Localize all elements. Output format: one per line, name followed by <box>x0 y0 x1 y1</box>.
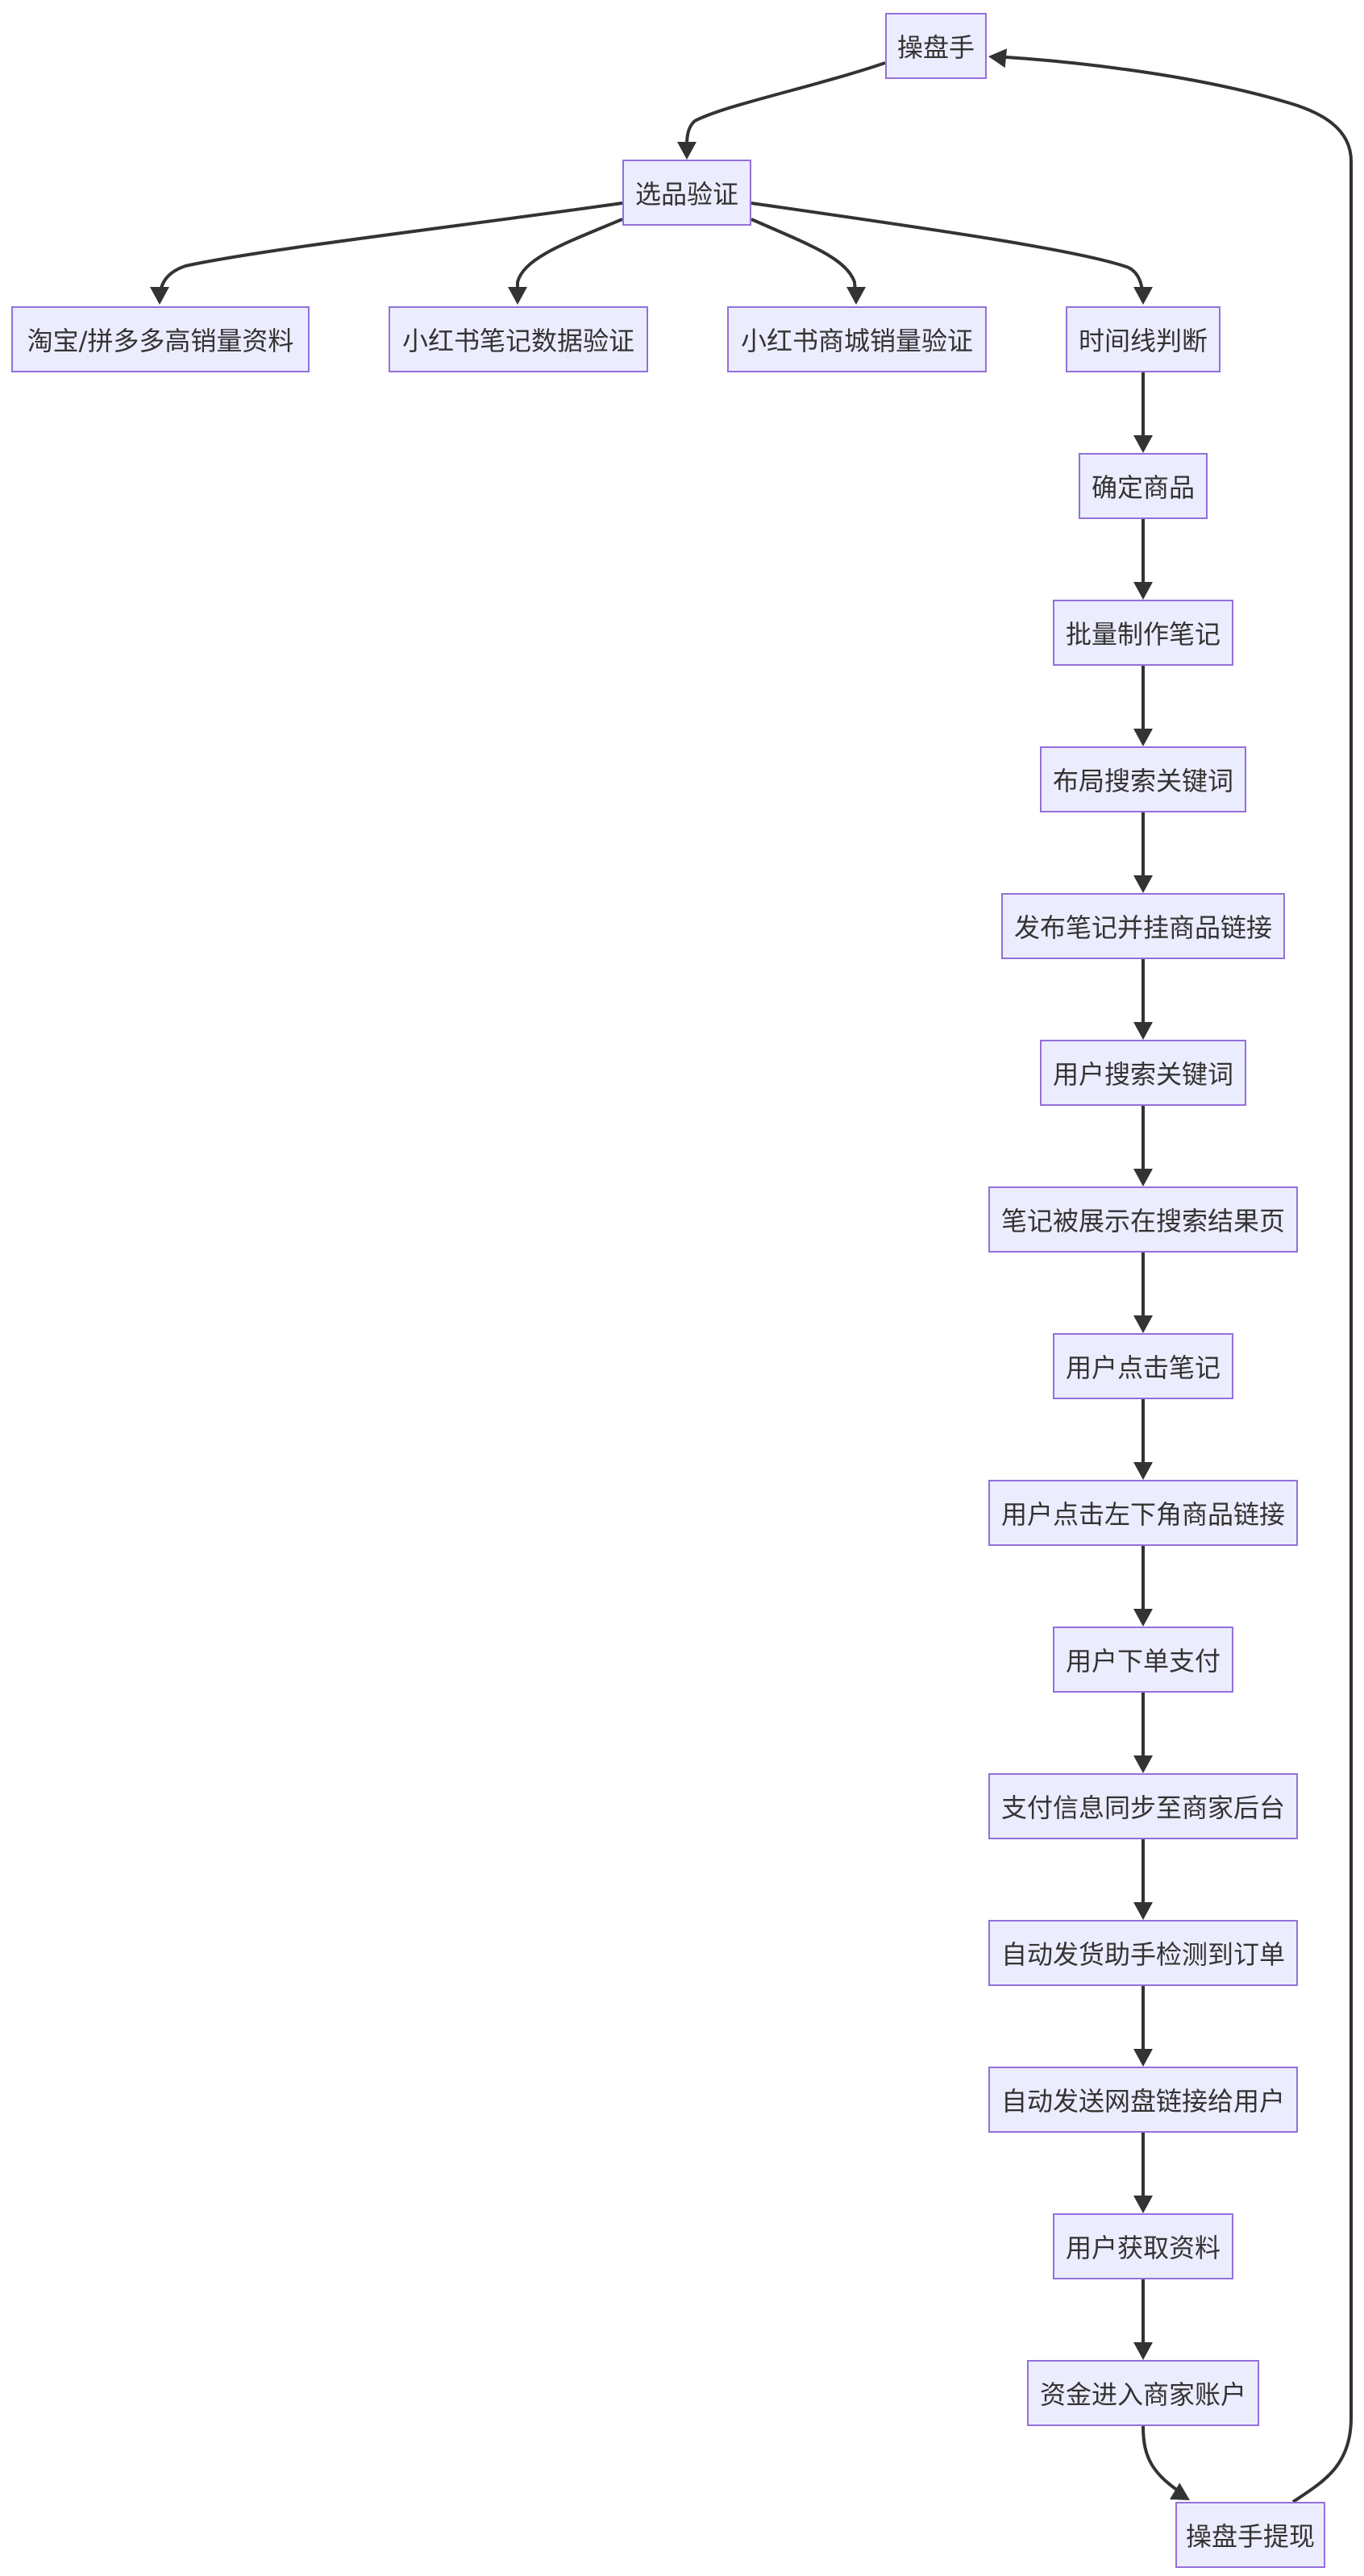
arrowhead-icon <box>1133 435 1153 453</box>
node-sync: 支付信息同步至商家后台 <box>988 1773 1298 1839</box>
node-funds: 资金进入商家账户 <box>1027 2360 1259 2426</box>
node-xhs-mall: 小红书商城销量验证 <box>727 306 987 372</box>
edge-selection-to-xhs-mall <box>751 218 858 302</box>
node-trader: 操盘手 <box>885 13 987 79</box>
arrowhead-icon <box>1133 2196 1153 2213</box>
arrowhead-icon <box>1169 2483 1190 2500</box>
node-auto-send: 自动发送网盘链接给用户 <box>988 2067 1298 2133</box>
arrowhead-icon <box>1133 1609 1153 1627</box>
arrowhead-icon <box>1133 875 1153 893</box>
node-order: 用户下单支付 <box>1053 1627 1233 1693</box>
arrowhead-icon <box>1133 1902 1153 1920</box>
node-selection: 选品验证 <box>622 160 751 226</box>
node-click-note: 用户点击笔记 <box>1053 1333 1233 1399</box>
edge-withdraw-to-trader <box>994 55 1353 2503</box>
arrowhead-icon <box>846 287 866 305</box>
arrowhead-icon <box>1133 582 1153 600</box>
arrowhead-icon <box>1133 2342 1153 2360</box>
node-auto-detect: 自动发货助手检测到订单 <box>988 1920 1298 1986</box>
arrowhead-icon <box>1133 1169 1153 1186</box>
arrowhead-icon <box>150 287 169 305</box>
edge-selection-to-taobao <box>158 202 623 302</box>
arrowhead-icon <box>1133 1022 1153 1040</box>
arrowhead-icon <box>1133 729 1153 746</box>
node-timeline: 时间线判断 <box>1066 306 1221 372</box>
node-shown: 笔记被展示在搜索结果页 <box>988 1186 1298 1253</box>
arrowhead-icon <box>1133 2049 1153 2067</box>
node-publish: 发布笔记并挂商品链接 <box>1001 893 1285 959</box>
arrowhead-icon <box>1133 1755 1153 1773</box>
arrowhead-icon <box>988 48 1008 69</box>
node-user-search: 用户搜索关键词 <box>1040 1040 1246 1106</box>
arrowhead-icon <box>677 142 697 160</box>
edge-selection-to-timeline <box>751 202 1145 302</box>
arrowhead-icon <box>1133 287 1153 305</box>
arrowhead-icon <box>1133 1462 1153 1480</box>
node-click-link: 用户点击左下角商品链接 <box>988 1480 1298 1546</box>
node-get-material: 用户获取资料 <box>1053 2213 1233 2279</box>
node-withdraw: 操盘手提现 <box>1175 2502 1325 2568</box>
arrowhead-icon <box>1133 1315 1153 1333</box>
edge-selection-to-xhs-notes <box>516 218 623 301</box>
edge-funds-to-withdraw <box>1142 2425 1187 2497</box>
node-batch: 批量制作笔记 <box>1053 600 1233 666</box>
node-confirm: 确定商品 <box>1079 453 1208 519</box>
node-xhs-notes: 小红书笔记数据验证 <box>389 306 648 372</box>
node-taobao: 淘宝/拼多多高销量资料 <box>11 306 310 372</box>
edge-trader-to-selection <box>684 61 886 157</box>
node-layout-keywords: 布局搜索关键词 <box>1040 746 1246 812</box>
arrowhead-icon <box>508 287 527 305</box>
